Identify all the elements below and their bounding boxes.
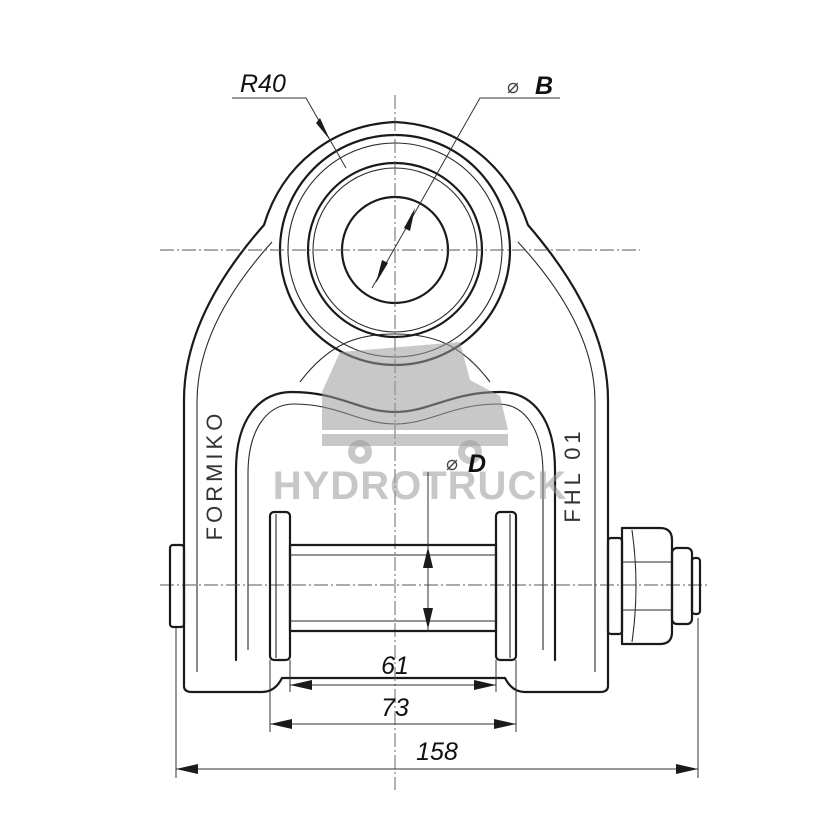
body-outline [182, 120, 610, 694]
radius-label: R40 [240, 70, 286, 98]
hex-nut [620, 526, 674, 646]
body-window [234, 390, 557, 662]
pin-assembly [268, 510, 518, 662]
pin-diameter-symbol: ⌀ [446, 451, 458, 475]
right-bushing [494, 510, 518, 662]
watermark-brand: HYDROTRUCK [273, 464, 567, 508]
overall-width-dimension: 158 [175, 618, 699, 778]
bore-diameter-symbol: ⌀ [507, 74, 519, 98]
overall-width-label: 158 [416, 738, 458, 766]
pin-length-dimension: 61 [289, 652, 497, 692]
engraving-left: FORMIKO [202, 410, 227, 541]
pin-shaft [288, 543, 498, 633]
left-bushing [268, 510, 292, 662]
truck-icon [322, 342, 508, 464]
watermark: HYDROTRUCK [273, 342, 567, 508]
bore-label: B [535, 72, 553, 100]
bolt-tip [670, 546, 694, 626]
washer [606, 536, 624, 636]
bushing-span-dimension: 73 [269, 660, 517, 732]
bushing-span-label: 73 [381, 694, 409, 722]
pin-dimension: ⌀ D [423, 450, 486, 632]
body-fillet-line [196, 241, 596, 672]
radius-dimension: R40 [232, 70, 347, 169]
engraving-right: FHL 01 [560, 427, 585, 522]
nut-assembly [606, 526, 702, 646]
bore-dimension: ⌀ B [371, 72, 560, 289]
bolt-head-left [168, 543, 186, 629]
pin-length-label: 61 [381, 652, 409, 680]
pin-label: D [468, 450, 486, 478]
